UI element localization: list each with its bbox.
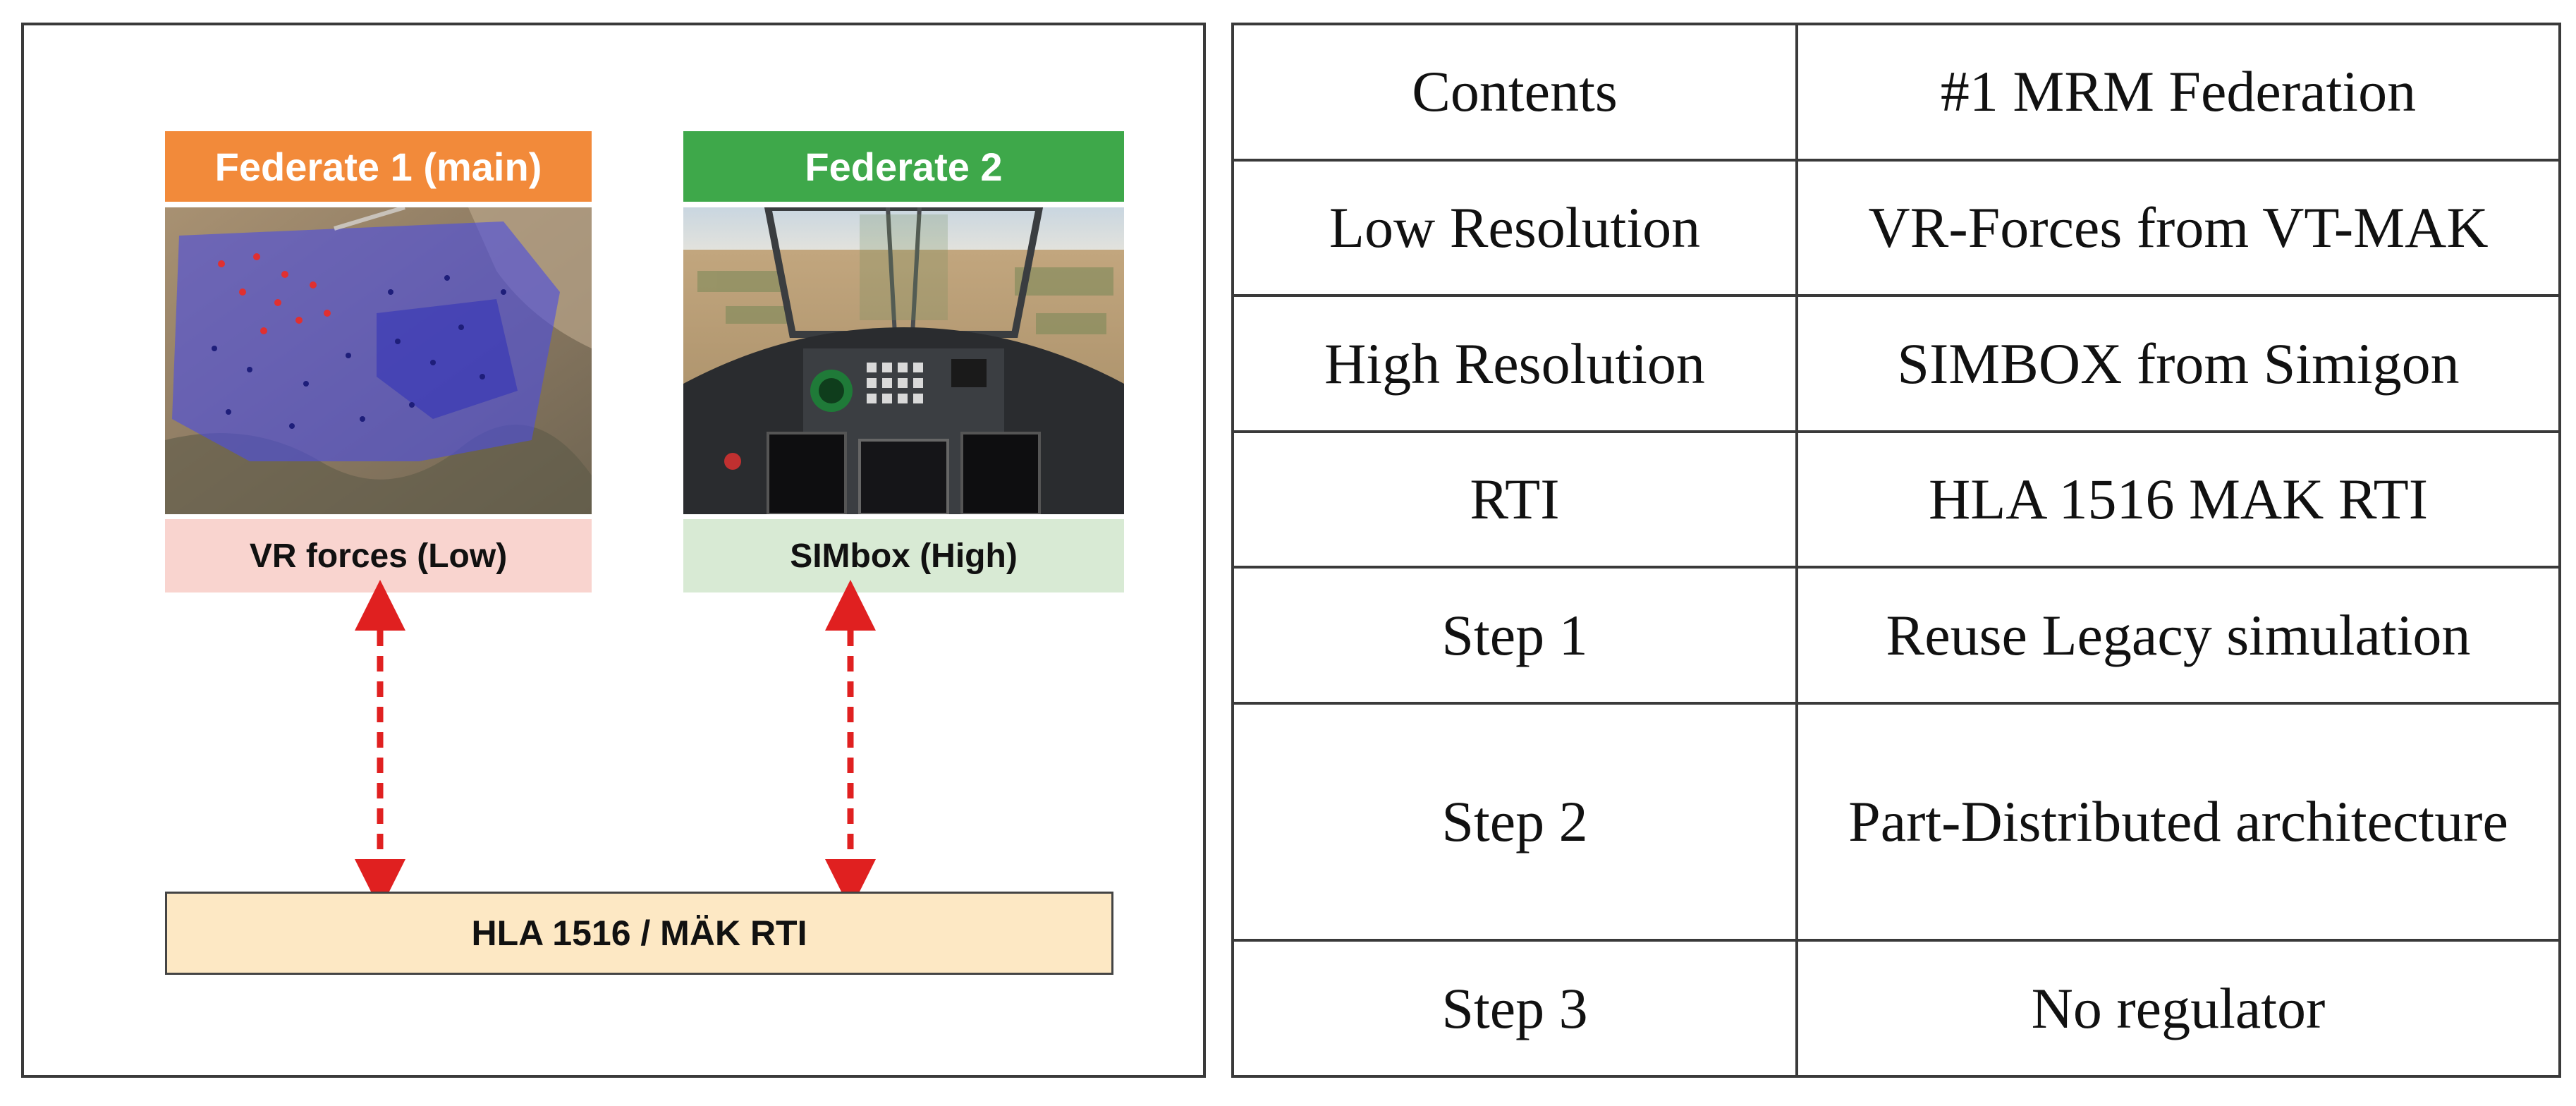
row-key: Step 3 xyxy=(1231,939,1798,1078)
row-key: Contents xyxy=(1231,23,1798,162)
table-row: Step 2 Part-Distributed architecture xyxy=(1231,702,2561,942)
federate1-label: VR forces (Low) xyxy=(165,519,592,592)
federate1-header: Federate 1 (main) xyxy=(165,131,592,202)
table-row: Low Resolution VR-Forces from VT-MAK xyxy=(1231,158,2561,298)
table-row: RTI HLA 1516 MAK RTI xyxy=(1231,430,2561,569)
row-value: No regulator xyxy=(1795,939,2561,1078)
federation-info-table: Contents #1 MRM Federation Low Resolutio… xyxy=(1231,23,2561,1078)
row-key: Step 1 xyxy=(1231,566,1798,705)
simbox-cockpit-graphic xyxy=(683,207,1124,514)
rti-bus: HLA 1516 / MÄK RTI xyxy=(165,892,1113,975)
row-value: VR-Forces from VT-MAK xyxy=(1795,158,2561,298)
simbox-cockpit-image xyxy=(683,207,1124,514)
row-key: Low Resolution xyxy=(1231,158,1798,298)
vr-forces-map-image xyxy=(165,207,592,514)
federate2-label: SIMbox (High) xyxy=(683,519,1124,592)
table-row: Step 1 Reuse Legacy simulation xyxy=(1231,566,2561,705)
vr-forces-map-graphic xyxy=(165,207,592,514)
connector-arrows xyxy=(355,580,876,910)
table-row: Contents #1 MRM Federation xyxy=(1231,23,2561,162)
row-value: SIMBOX from Simigon xyxy=(1795,294,2561,433)
federation-diagram: Federate 1 (main) xyxy=(21,23,1206,1078)
row-value: Part-Distributed architecture xyxy=(1795,702,2561,942)
row-value: HLA 1516 MAK RTI xyxy=(1795,430,2561,569)
row-value: #1 MRM Federation xyxy=(1795,23,2561,162)
row-key: High Resolution xyxy=(1231,294,1798,433)
table-row: High Resolution SIMBOX from Simigon xyxy=(1231,294,2561,433)
table-row: Step 3 No regulator xyxy=(1231,939,2561,1078)
row-key: RTI xyxy=(1231,430,1798,569)
federate2-header: Federate 2 xyxy=(683,131,1124,202)
row-value: Reuse Legacy simulation xyxy=(1795,566,2561,705)
row-key: Step 2 xyxy=(1231,702,1798,942)
